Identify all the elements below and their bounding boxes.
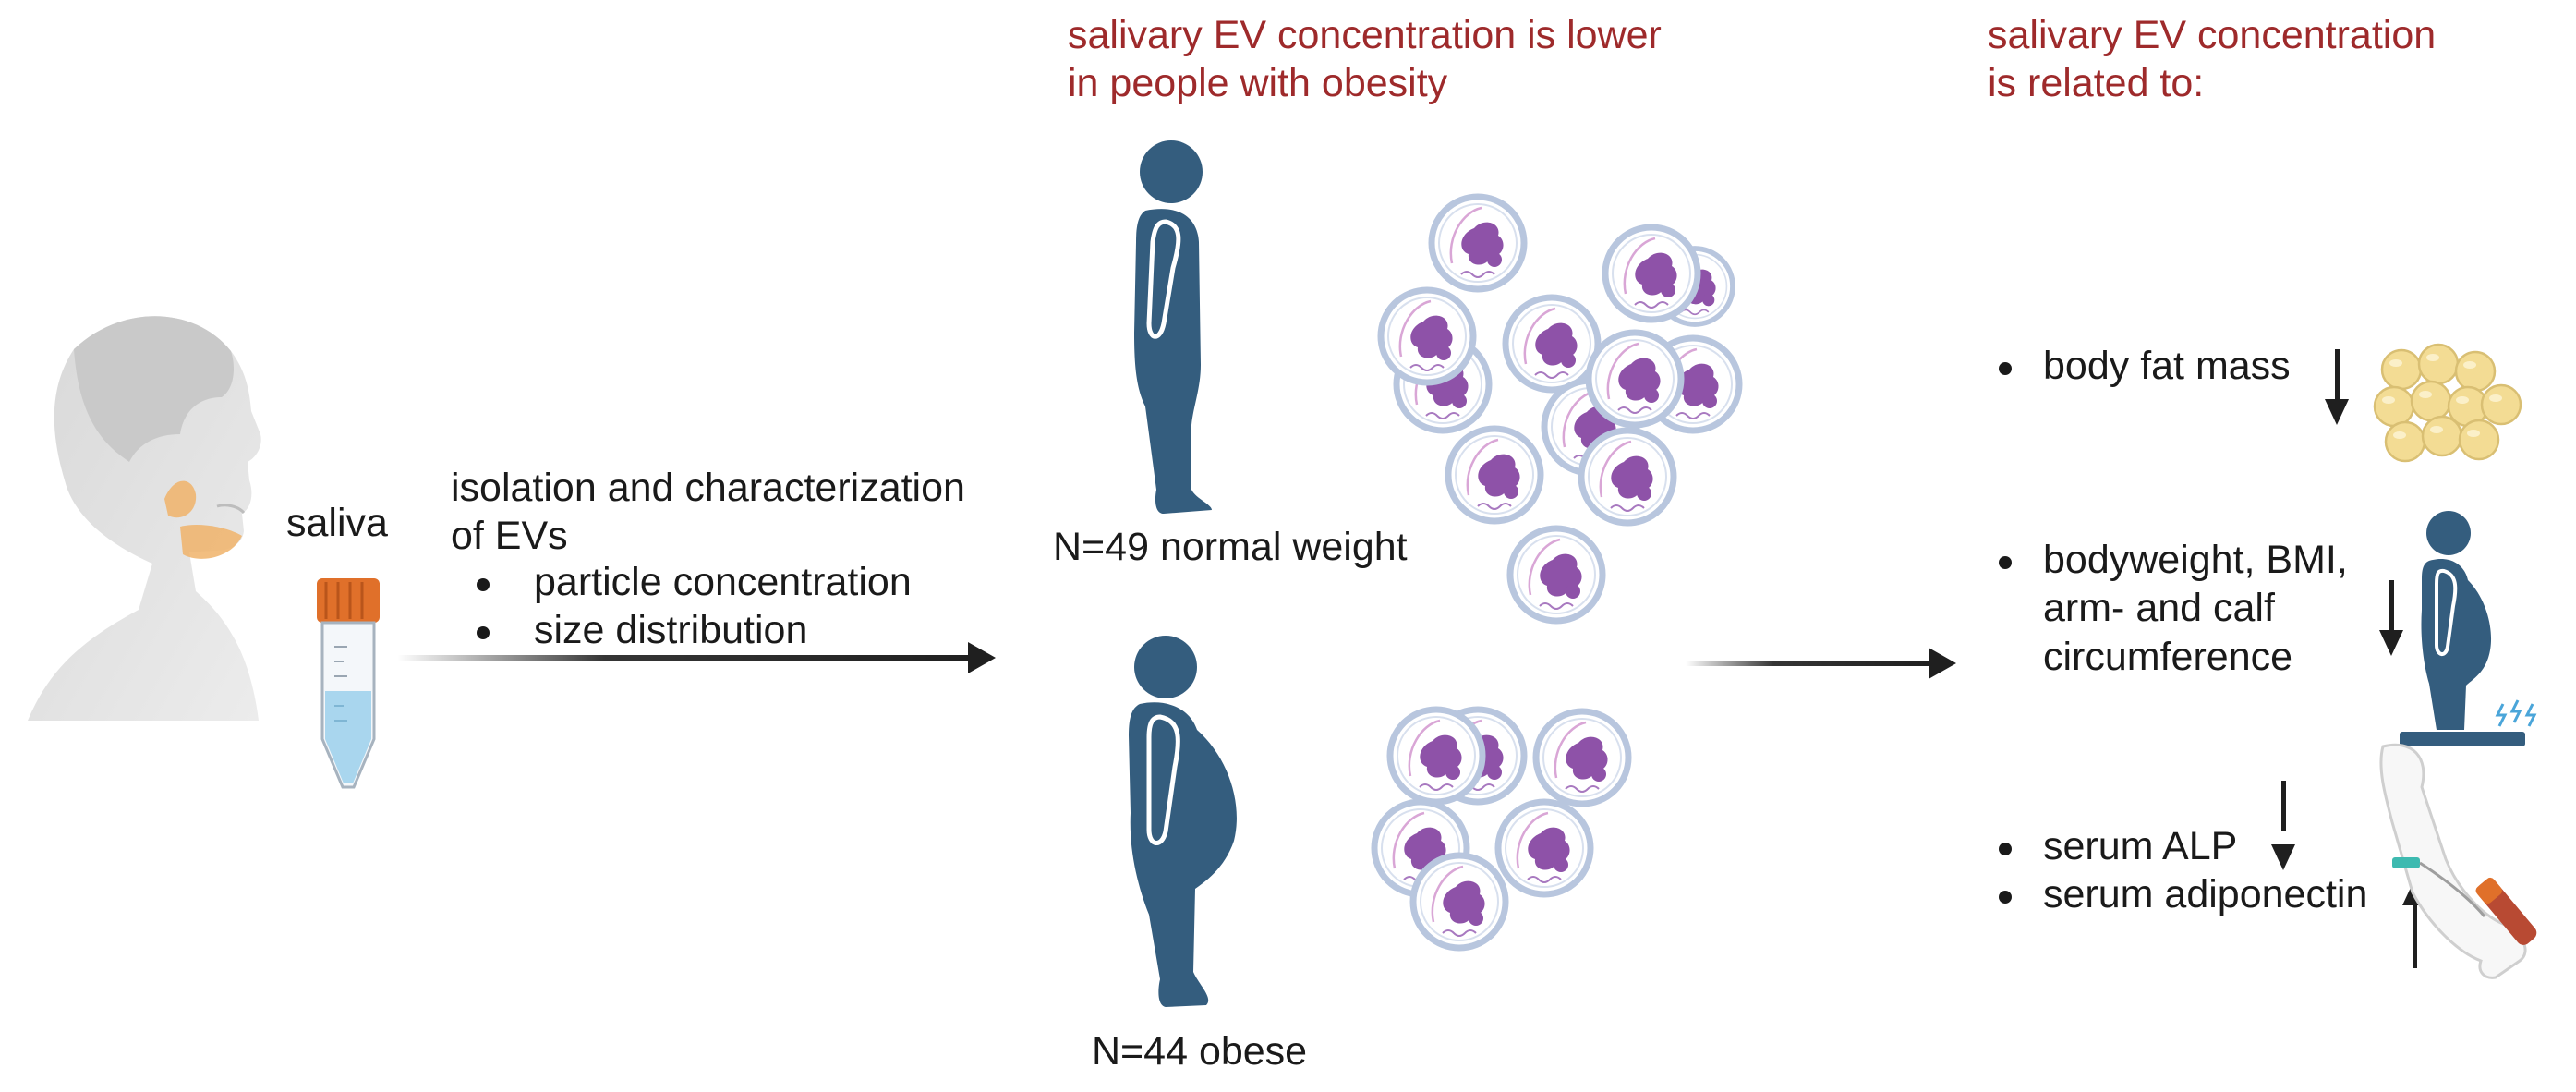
relation-body-fat: body fat mass xyxy=(1999,342,2291,390)
decrease-arrow-icon xyxy=(2271,781,2295,870)
obese-person-icon xyxy=(1129,636,1237,1007)
middle-heading: salivary EV concentration is lower in pe… xyxy=(1068,13,1662,106)
head-profile-icon xyxy=(28,316,261,721)
saliva-label: saliva xyxy=(286,501,388,545)
bullet-serum-alp: serum ALP xyxy=(1998,822,2367,870)
vesicles-obese xyxy=(1374,710,1628,948)
arrow-to-results xyxy=(397,642,996,673)
relation-anthropometrics: bodyweight, BMI, arm- and calf circumfer… xyxy=(1999,538,2348,679)
bullet-size-distribution: size distribution xyxy=(477,606,912,654)
normal-weight-label: N=49 normal weight xyxy=(1053,525,1408,569)
fat-tissue-icon xyxy=(2373,343,2522,463)
arrow-to-relations xyxy=(1686,648,1956,679)
bullet-serum-adiponectin: serum adiponectin xyxy=(1998,870,2367,918)
isolation-title: isolation and characterization of EVs xyxy=(451,466,965,559)
normal-weight-person-icon xyxy=(1134,140,1212,514)
bullet-particle-concentration: particle concentration xyxy=(477,558,912,606)
person-on-scale-icon xyxy=(2400,511,2537,746)
obese-label: N=44 obese xyxy=(1092,1029,1308,1074)
decrease-arrow-icon xyxy=(2325,349,2349,425)
isolation-bullet-list: particle concentration size distribution xyxy=(477,558,912,655)
vesicles-normal-weight xyxy=(1381,197,1739,621)
blood-draw-arm-icon xyxy=(2379,743,2537,979)
decrease-arrow-icon xyxy=(2379,580,2403,656)
sample-tube-icon xyxy=(317,578,380,789)
relation-serum-markers: serum ALP serum adiponectin xyxy=(1998,822,2367,919)
right-heading: salivary EV concentration is related to: xyxy=(1988,13,2437,106)
